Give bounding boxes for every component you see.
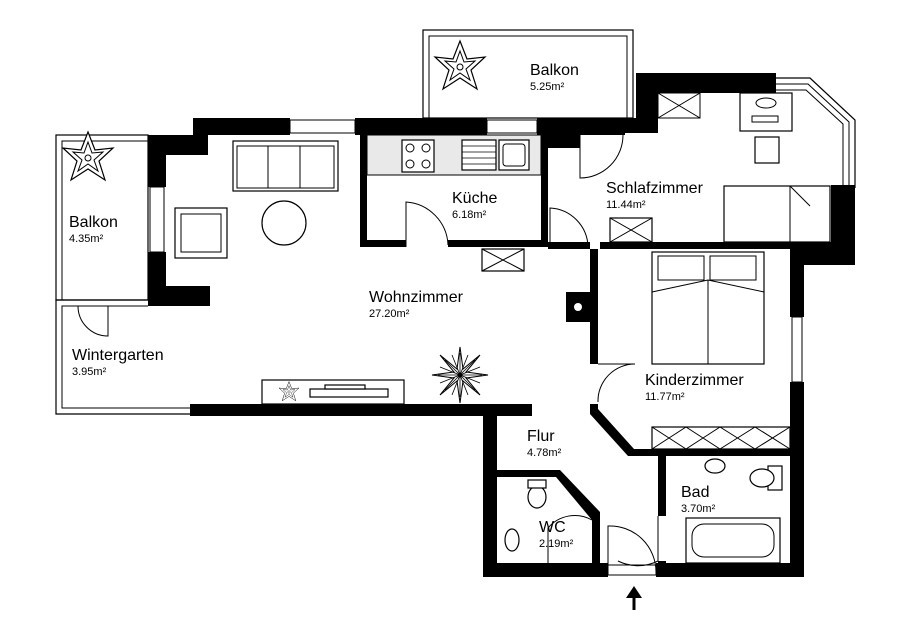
label-balkon-left-area: 4.35m²: [69, 233, 104, 245]
room-labels: Balkon 5.25m² Balkon 4.35m² Küche 6.18m²…: [69, 62, 744, 550]
walls: [148, 73, 855, 577]
arrow-up-icon: [626, 586, 642, 610]
label-wintergarten-area: 3.95m²: [72, 366, 107, 378]
label-flur-name: Flur: [527, 428, 555, 445]
label-wohnzimmer-name: Wohnzimmer: [369, 289, 464, 306]
label-kinderzimmer-name: Kinderzimmer: [645, 372, 744, 389]
credit-text: www.grundriss.com: [789, 473, 801, 569]
label-wc-name: WC: [539, 519, 566, 536]
label-balkon-top-area: 5.25m²: [530, 81, 565, 93]
label-bad-name: Bad: [681, 484, 709, 501]
bay-window: [775, 77, 856, 188]
label-wohnzimmer-area: 27.20m²: [369, 308, 410, 320]
label-flur-area: 4.78m²: [527, 447, 562, 459]
label-balkon-left-name: Balkon: [69, 214, 118, 231]
label-wc-area: 2.19m²: [539, 538, 574, 550]
furniture: [62, 40, 831, 564]
doors: [77, 134, 659, 576]
label-bad-area: 3.70m²: [681, 503, 716, 515]
label-wintergarten-name: Wintergarten: [72, 347, 164, 364]
label-balkon-top-name: Balkon: [530, 62, 579, 79]
label-schlafzimmer-name: Schlafzimmer: [606, 180, 704, 197]
label-kueche-area: 6.18m²: [452, 209, 487, 221]
label-kueche-name: Küche: [452, 190, 497, 207]
wintergarten-outline: [55, 299, 193, 415]
label-schlafzimmer-area: 11.44m²: [606, 199, 646, 211]
label-kinderzimmer-area: 11.77m²: [645, 391, 685, 403]
